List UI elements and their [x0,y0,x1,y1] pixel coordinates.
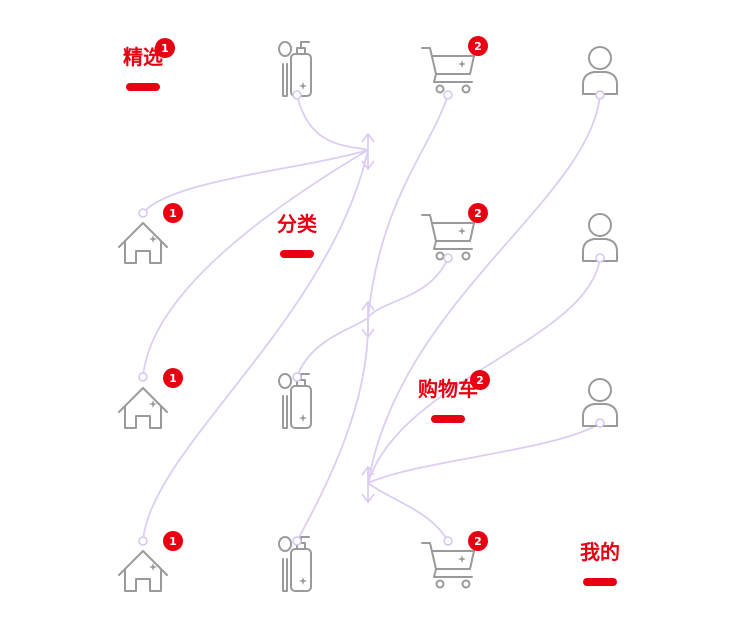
tab-item-home[interactable]: 精选1 [123,38,175,91]
state-row: 精选1 2 [123,36,618,97]
transition-arrow [367,482,449,542]
svg-text:2: 2 [474,207,482,220]
house-icon [118,222,168,264]
transition-arrow [367,257,449,319]
connector-node [595,418,605,428]
tab-item-home[interactable]: 1 [118,531,183,592]
svg-text:2: 2 [474,535,482,548]
svg-text:2: 2 [474,40,482,53]
transition-arrow [367,94,449,319]
connector-node [443,90,453,100]
connector-node [292,90,302,100]
svg-text:1: 1 [169,207,177,220]
tab-item-category[interactable] [278,41,312,97]
svg-text:1: 1 [161,42,169,55]
arrow-junction [361,132,375,171]
user-icon [582,213,618,262]
tab-item-category[interactable] [278,373,312,429]
active-indicator [431,415,465,423]
tab-item-home[interactable]: 1 [118,368,183,429]
transition-arrow [367,257,601,484]
transition-arrow [367,94,601,484]
active-indicator [583,578,617,586]
transition-arrow [142,149,369,214]
badge-count: 2 [468,36,488,56]
tab-item-home[interactable]: 1 [118,203,183,264]
tab-label-mine: 我的 [580,540,620,564]
tab-item-mine[interactable] [582,213,618,262]
connector-node [443,536,453,546]
arrow-junction [361,465,375,504]
tab-item-cart[interactable]: 2 [421,36,488,94]
state-row: 1 分类 2 [118,203,618,264]
transition-arrow [296,317,369,542]
badge-count: 2 [470,370,490,390]
connector-node [443,253,453,263]
cosmetics-icon [278,536,312,592]
svg-text:1: 1 [169,535,177,548]
cosmetics-icon [278,373,312,429]
tab-item-mine[interactable] [582,46,618,95]
badge-count: 1 [163,531,183,551]
house-icon [118,550,168,592]
tab-item-category[interactable] [278,536,312,592]
user-icon [582,378,618,427]
svg-text:1: 1 [169,372,177,385]
connectors [142,94,601,542]
tab-item-cart[interactable]: 2 [421,531,488,589]
transition-arrow [296,94,369,151]
active-indicator [126,83,160,91]
connector-node [292,372,302,382]
tab-label-category: 分类 [277,212,317,236]
tab-item-cart[interactable]: 2 [421,203,488,261]
connector-node [138,372,148,382]
badge-count: 1 [163,368,183,388]
badge-count: 2 [468,531,488,551]
transition-arrow [296,317,369,378]
badge-count: 1 [155,38,175,58]
house-icon [118,387,168,429]
badge-count: 2 [468,203,488,223]
cart-icon [421,214,475,261]
tab-label-cart: 购物车 [418,377,478,401]
cosmetics-icon [278,41,312,97]
arrow-junction [361,300,375,339]
transition-arrow [142,149,369,378]
tab-item-mine[interactable] [582,378,618,427]
cart-icon [421,542,475,589]
connector-node [595,253,605,263]
connector-node [595,90,605,100]
tab-item-mine[interactable]: 我的 [580,540,620,586]
connector-node [138,208,148,218]
active-indicator [280,250,314,258]
user-icon [582,46,618,95]
transition-arrow [142,149,369,542]
connector-nodes [138,90,605,546]
cart-icon [421,47,475,94]
state-row: 1 2 我的 [118,531,620,592]
svg-text:2: 2 [476,374,484,387]
transition-arrow [367,422,601,484]
badge-count: 1 [163,203,183,223]
connector-node [138,536,148,546]
connector-node [292,536,302,546]
tab-item-category[interactable]: 分类 [277,212,317,258]
